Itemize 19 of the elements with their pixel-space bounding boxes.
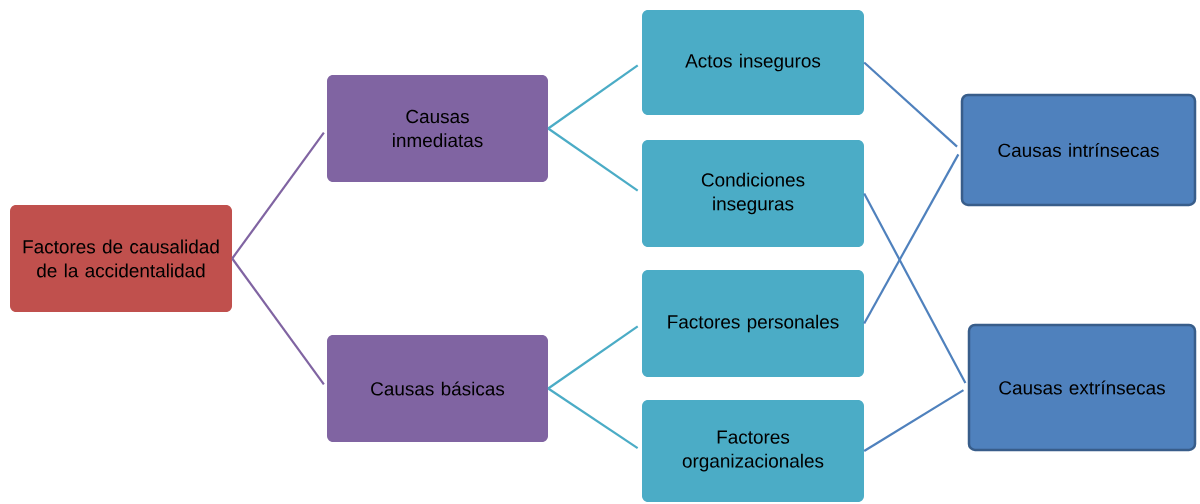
process-box: Factores organizacionales [642, 400, 864, 502]
connector-line [863, 61, 958, 148]
connector-line [863, 192, 967, 384]
process-box: Causas intrínsecas [960, 93, 1197, 207]
connector-line [547, 325, 639, 390]
connector-line [547, 127, 639, 192]
connector-line [547, 387, 639, 450]
process-box: Causas inmediatas [327, 75, 548, 182]
connector-line [863, 389, 965, 452]
process-box: Actos inseguros [642, 10, 864, 115]
process-box: Factores personales [642, 270, 864, 377]
process-box: Condiciones inseguras [642, 140, 864, 247]
process-box: Factores de causalidad de la accidentalidad [10, 205, 232, 312]
process-box: Causas extrínsecas [967, 323, 1197, 452]
connector-line [863, 153, 960, 324]
process-box: Causas básicas [327, 335, 548, 442]
connector-line [547, 64, 639, 130]
connector-line [231, 257, 325, 386]
connector-line [231, 131, 325, 260]
